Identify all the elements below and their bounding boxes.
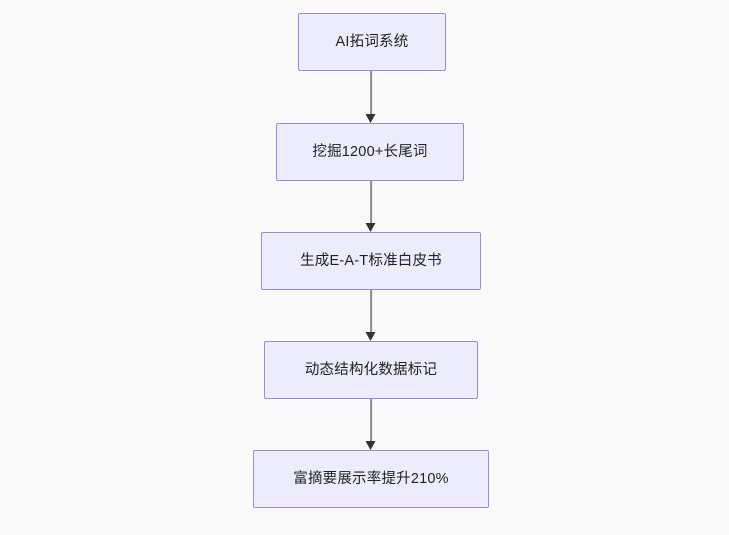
edge-line xyxy=(370,71,372,115)
flow-node-label: 生成E-A-T标准白皮书 xyxy=(300,252,442,269)
arrowhead-down-icon xyxy=(365,441,376,450)
flow-node-label: 挖掘1200+长尾词 xyxy=(312,143,428,160)
flow-node-label: 动态结构化数据标记 xyxy=(304,361,438,378)
flow-node-mine-longtail-keywords[interactable]: 挖掘1200+长尾词 xyxy=(276,123,464,181)
edge-line xyxy=(370,290,372,333)
flow-node-dynamic-structured-data[interactable]: 动态结构化数据标记 xyxy=(264,341,478,399)
flow-node-label: AI拓词系统 xyxy=(335,33,409,50)
flow-node-generate-eat-whitepaper[interactable]: 生成E-A-T标准白皮书 xyxy=(261,232,481,290)
flow-node-ai-keyword-system[interactable]: AI拓词系统 xyxy=(298,13,446,71)
edge-line xyxy=(370,181,372,224)
arrowhead-down-icon xyxy=(365,223,376,232)
arrowhead-down-icon xyxy=(365,332,376,341)
edge-line xyxy=(370,399,372,442)
flow-node-label: 富摘要展示率提升210% xyxy=(293,470,449,487)
arrowhead-down-icon xyxy=(365,114,376,123)
flow-node-rich-snippet-uplift[interactable]: 富摘要展示率提升210% xyxy=(253,450,489,508)
